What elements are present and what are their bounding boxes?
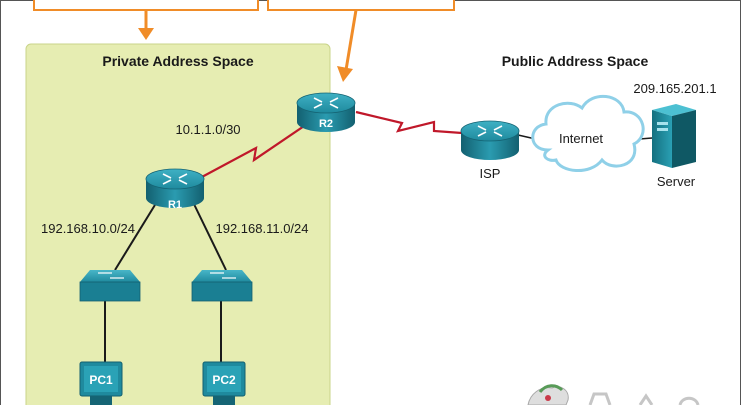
lan2-subnet-label: 192.168.11.0/24: [215, 221, 308, 236]
switch-2-icon: [191, 270, 253, 302]
public-zone-title: Public Address Space: [502, 53, 649, 69]
pc1-label: PC1: [89, 373, 113, 387]
private-zone-title: Private Address Space: [102, 53, 253, 69]
router-r1-label: R1: [168, 199, 182, 211]
callout-box-right: [267, 0, 455, 11]
lan1-subnet-label: 192.168.10.0/24: [41, 221, 135, 236]
router-r2-label: R2: [319, 118, 333, 130]
pc2-icon: [202, 361, 246, 405]
router-isp-icon: [460, 120, 520, 160]
link-r1-switch1: [114, 199, 159, 271]
wan-subnet-label: 10.1.1.0/30: [175, 122, 240, 137]
watermark-logo: [527, 384, 700, 405]
serial-link-r2-isp: [355, 110, 463, 135]
pc2-label: PC2: [212, 373, 236, 387]
callout-arrow-left: [138, 10, 154, 40]
server-ip-label: 209.165.201.1: [633, 81, 716, 96]
pc1-icon: [79, 361, 123, 405]
internet-label: Internet: [559, 131, 603, 146]
router-r1-icon: [145, 168, 205, 208]
internet-cloud-icon: [531, 94, 645, 172]
serial-link-r1-r2: [199, 121, 311, 179]
callout-arrow-right: [337, 9, 358, 82]
switch-1-icon: [79, 270, 141, 302]
link-r1-switch2: [191, 199, 227, 271]
callout-box-left: [33, 0, 259, 11]
router-r2-icon: [296, 92, 356, 132]
private-address-zone: [25, 43, 331, 405]
server-icon: [652, 104, 696, 168]
isp-label: ISP: [480, 166, 501, 181]
server-label: Server: [657, 174, 696, 189]
